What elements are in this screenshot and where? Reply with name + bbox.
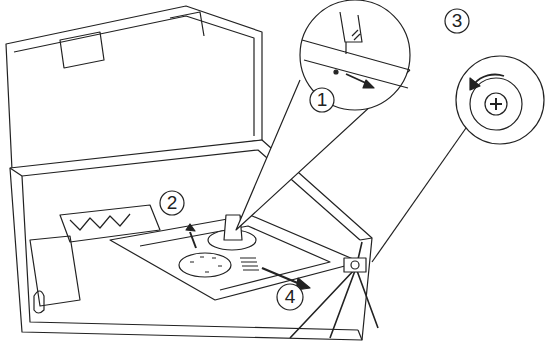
callout-circle	[445, 9, 469, 33]
rotate-arrow-head	[470, 78, 480, 90]
callout-number: 4	[278, 285, 302, 309]
vent-grille	[240, 258, 259, 270]
callout-circle	[160, 191, 184, 215]
arrow-1-head	[363, 80, 374, 88]
rotate-arrow	[474, 75, 504, 84]
box-body-inner	[22, 150, 360, 330]
mount-plate	[179, 253, 231, 277]
box-lid-flap	[60, 12, 204, 68]
stand-screw	[351, 261, 359, 269]
leader-line	[372, 128, 466, 262]
stand-hinge	[344, 258, 366, 272]
screw-cross	[490, 98, 502, 110]
callout-number: 3	[445, 9, 469, 33]
screw-outer	[470, 78, 522, 130]
box-body	[10, 140, 372, 340]
callout-circle	[310, 88, 334, 112]
monitor-panel	[110, 215, 360, 300]
callout-number: 2	[160, 191, 184, 215]
arrow-2-head	[186, 224, 195, 231]
zoom-bubble-3	[456, 56, 544, 144]
arrow-4	[262, 268, 300, 284]
callout-number: 1	[310, 88, 334, 112]
zoom-screw-hole	[334, 70, 338, 74]
mount-holes	[190, 257, 222, 272]
stand-legs	[290, 242, 378, 338]
screw-inner	[485, 93, 507, 115]
zoom-detail	[302, 12, 410, 88]
arrow-2	[190, 232, 196, 248]
callout-circle	[277, 284, 303, 310]
box-body-edge	[10, 168, 372, 340]
box-flap-left	[30, 236, 80, 306]
box-lid-inner	[14, 16, 254, 136]
